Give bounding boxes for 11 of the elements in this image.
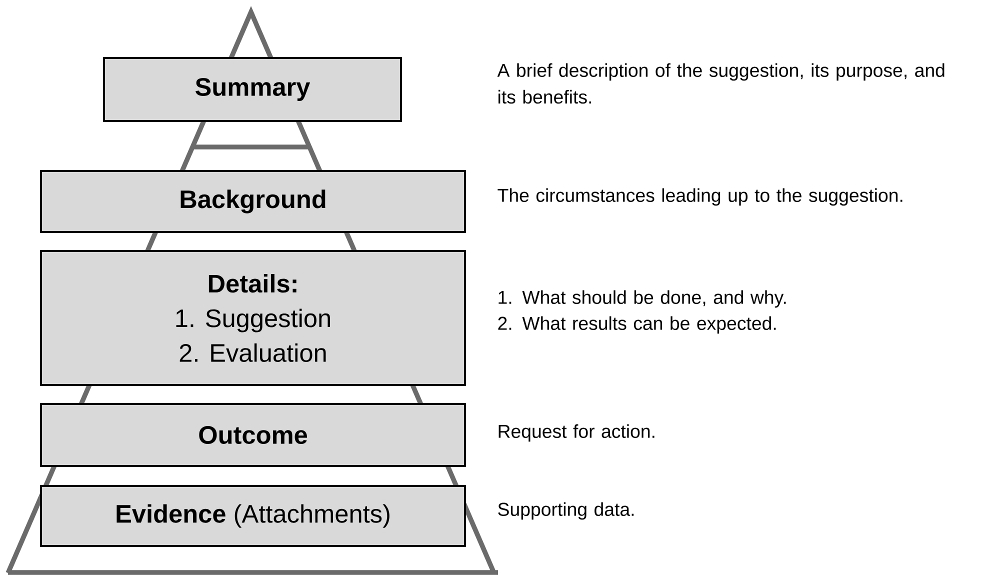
description-text: 2. What results can be expected. [498,316,776,334]
section-box: Outcome [40,403,466,467]
description-text: Request for action. [498,424,654,442]
description-text: A brief description of the suggestion, its purpose, and its benefits. [497,63,944,104]
description-text: Supporting data. [498,502,634,520]
section-box: Summary [102,57,402,122]
description-text: 1. What should be done, and why. [498,290,786,308]
section-box: Details: 1. Suggestion 2. Evaluation [40,250,466,386]
section-box: Evidence (Attachments) [40,485,466,547]
description-text: The circumstances leading up to the suggestion. [498,188,902,206]
section-box: Background [40,170,466,234]
